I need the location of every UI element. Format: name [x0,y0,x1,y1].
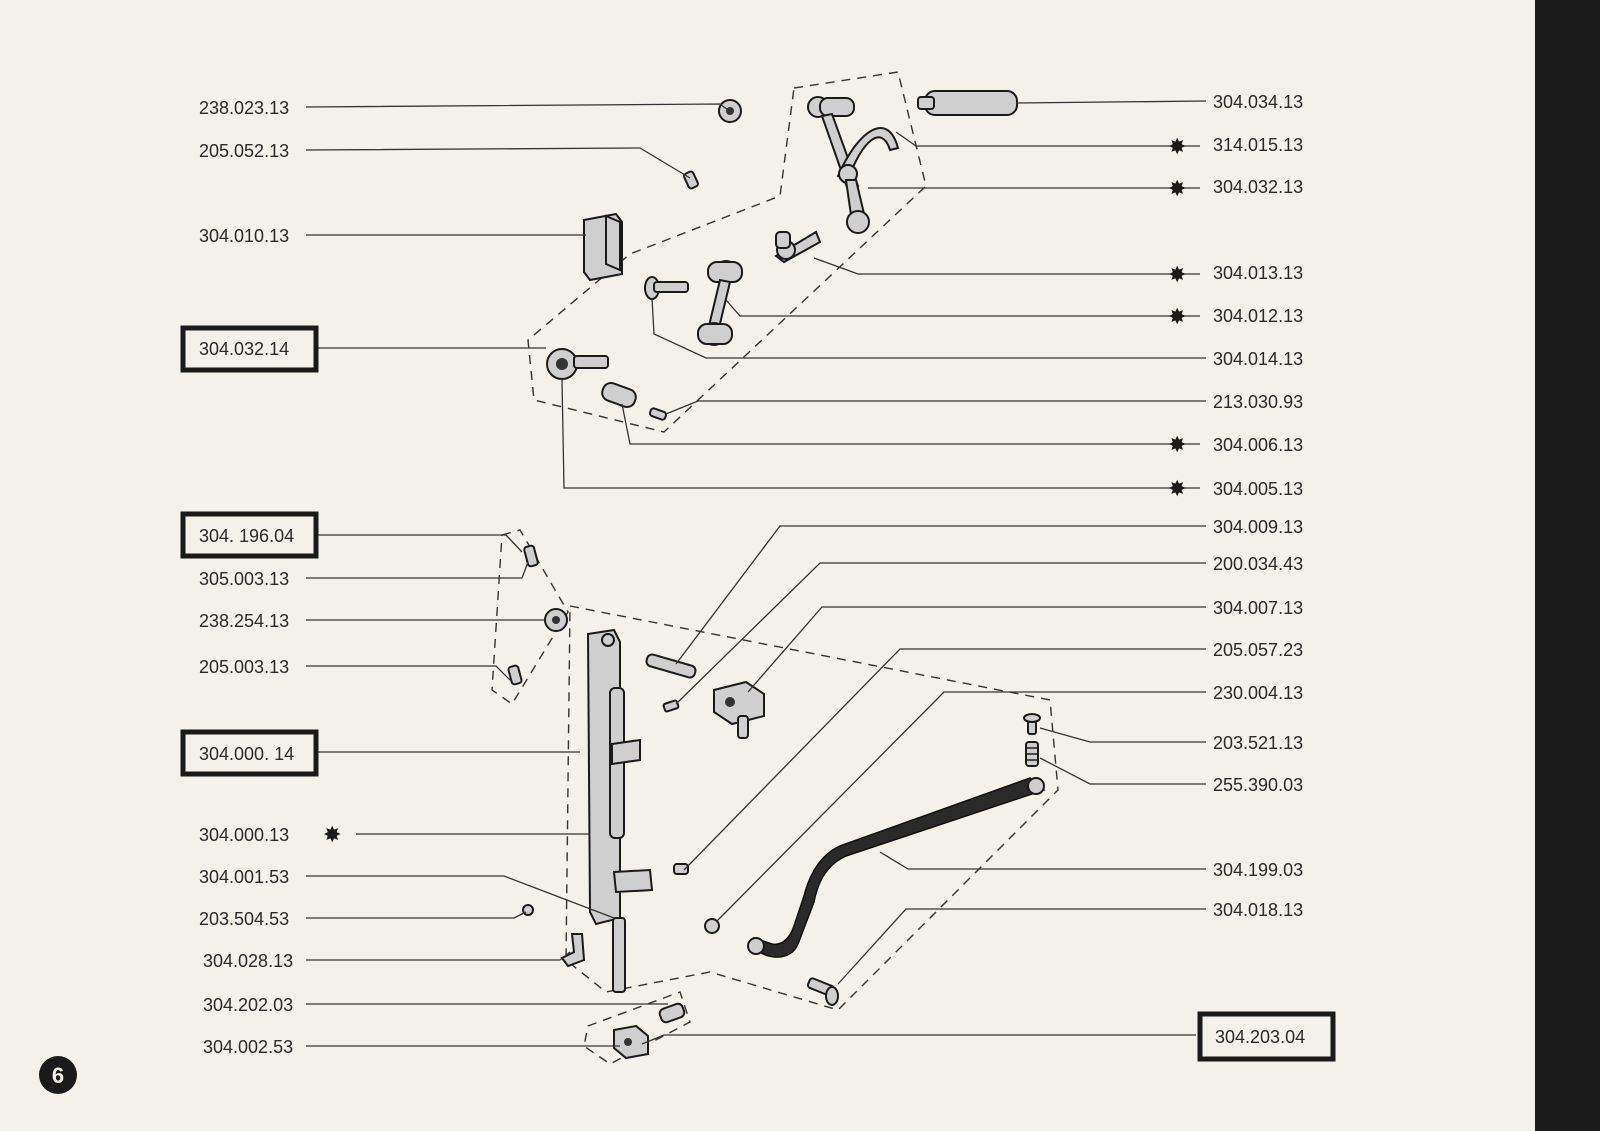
spring-255390 [1025,741,1039,767]
part-number-label: 304.005.13 [1213,479,1303,499]
part-number-label: 304.032.14 [199,339,289,359]
part-number-label: 304.006.13 [1213,435,1303,455]
clip-304028 [560,933,586,968]
ring-238254 [544,608,568,632]
lever-arm-304199 [747,777,1046,958]
part-number-label: 213.030.93 [1213,392,1303,412]
page-number-badge [39,1056,77,1094]
screw-203521 [1023,713,1041,735]
part-number-label: 304.203.04 [1215,1027,1305,1047]
part-number-label: 304.202.03 [203,995,293,1015]
part-number-label: 304.199.03 [1213,860,1303,880]
pin-304014 [644,276,689,300]
label-box [180,729,319,777]
part-number-label: 304.009.13 [1213,517,1303,537]
part-number-label: 304.014.13 [1213,349,1303,369]
part-number-label: 304.018.13 [1213,900,1303,920]
crank-304013 [774,230,822,264]
page-number: 6 [52,1063,64,1088]
screw-200034 [662,699,680,713]
label-box [180,511,319,559]
part-number-label: 304.032.13 [1213,177,1303,197]
screw-205057 [673,863,689,875]
handle-knob [917,90,1018,116]
screw-305003 [523,544,539,568]
part-number-label: 205.052.13 [199,141,289,161]
washer-230004 [704,918,720,934]
part-number-label: 238.254.13 [199,611,289,631]
part-number-label: 205.003.13 [199,657,289,677]
part-number-label: 203.504.53 [199,909,289,929]
star-marker: ✸ [1168,433,1186,458]
star-marker: ✸ [1168,135,1186,160]
screw-304202 [658,1002,686,1024]
star-marker: ✸ [1168,305,1186,330]
eye-bolt-304005 [546,348,609,380]
part-number-label: 205.057.23 [1213,640,1303,660]
pin-304009 [645,653,697,679]
upper-assembly-outline [527,71,927,433]
star-marker: ✸ [323,823,341,848]
part-number-label: 304.000.13 [199,825,289,845]
part-number-label: 304.000. 14 [199,744,294,764]
part-number-label: 314.015.13 [1213,135,1303,155]
needle-bar-304001 [612,917,626,993]
screw-203504 [522,904,534,916]
star-marker: ✸ [1168,477,1186,502]
link-304012 [697,260,743,346]
part-number-label: 238.023.13 [199,98,289,118]
part-number-label: 304.012.13 [1213,306,1303,326]
exploded-parts-diagram: ✸ ✸ ✸ ✸ ✸ ✸ ✸ 238.023.13 205.052.13 304.… [39,71,1336,1094]
catalog-page: ✸ ✸ ✸ ✸ ✸ ✸ ✸ 238.023.13 205.052.13 304.… [0,0,1535,1131]
star-marker: ✸ [1168,177,1186,202]
sleeve-304006 [601,381,637,409]
screw-304018 [806,977,839,1006]
nut-238023 [718,99,742,123]
part-number-label: 255.390.03 [1213,775,1303,795]
upper-link-lever [807,96,900,234]
part-number-label: 305.003.13 [199,569,289,589]
main-slide-bar [586,628,654,926]
screw-group-outline [491,529,569,706]
part-number-label: 304.034.13 [1213,92,1303,112]
part-number-label: 203.521.13 [1213,733,1303,753]
screw-205003 [507,664,523,686]
label-box [180,325,319,373]
block-304007 [713,680,765,739]
part-number-label: 304.013.13 [1213,263,1303,283]
part-number-label: 304.028.13 [203,951,293,971]
clamp-block-304002 [613,1024,649,1060]
part-number-label: 304. 196.04 [199,526,294,546]
label-box [1197,1011,1336,1062]
screw-213030 [648,407,668,421]
star-marker: ✸ [1168,263,1186,288]
lower-assembly-outline [565,605,1059,1011]
part-number-label: 304.002.53 [203,1037,293,1057]
part-number-label: 200.034.43 [1213,554,1303,574]
part-number-label: 230.004.13 [1213,683,1303,703]
block-304010 [583,212,623,282]
part-number-label: 304.007.13 [1213,598,1303,618]
part-number-label: 304.001.53 [199,867,289,887]
screw-205052 [683,170,699,190]
clamp-group-outline [583,991,691,1065]
part-number-label: 304.010.13 [199,226,289,246]
